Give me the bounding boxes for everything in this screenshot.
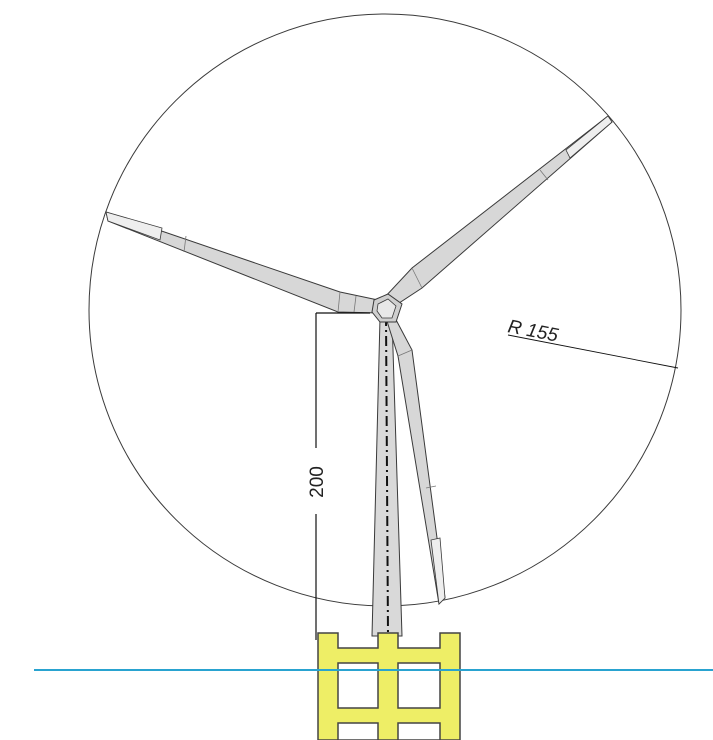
height-dimension: 200 (307, 312, 370, 640)
hub (371, 293, 403, 323)
foundation (317, 632, 461, 740)
radius-dimension: R 155 (506, 316, 679, 369)
height-label: 200 (307, 466, 328, 498)
radius-label: R 155 (506, 316, 560, 346)
blade-left (105, 211, 381, 314)
foundation-lattice (317, 632, 461, 740)
tower-centerline (385, 315, 389, 637)
blade-upper-right (383, 115, 613, 306)
